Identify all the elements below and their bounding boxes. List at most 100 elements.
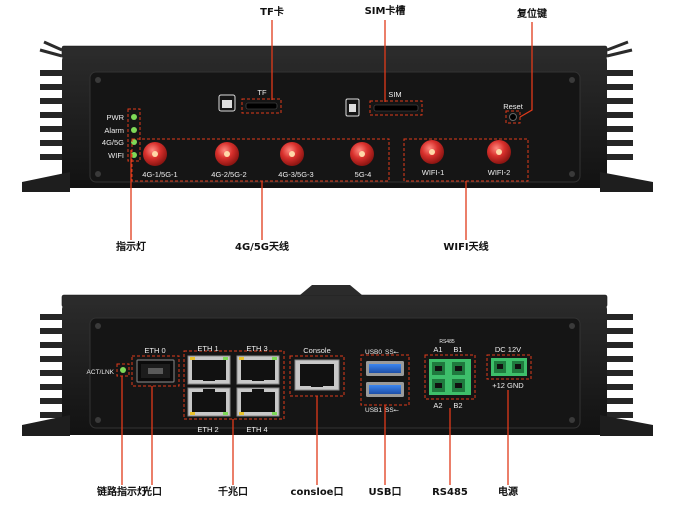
tf-slot[interactable]: TF: [218, 88, 282, 114]
top-device: PWR Alarm 4G/5G WIFI TF SIM Rese: [22, 40, 653, 192]
sim-card-chip-icon: [349, 104, 356, 112]
eth2-label: ETH 2: [197, 425, 218, 434]
antenna-connector-3[interactable]: 4G-3/5G-3: [278, 142, 314, 179]
port-led-icon: [272, 357, 277, 360]
screw-icon: [95, 417, 101, 423]
top-callouts: TF卡 SIM卡槽 复位键 指示灯 4G/5G天线 WIFI天线: [116, 4, 548, 253]
eth3-label: ETH 3: [246, 344, 267, 353]
port-led-icon: [223, 357, 228, 360]
tf-card-chip-icon: [222, 100, 232, 108]
act-lnk-led-group: ACT/LNK: [87, 363, 130, 377]
tf-label: TF: [257, 88, 267, 97]
rs485-b2-label: B2: [453, 401, 462, 410]
sim-label: SIM: [388, 90, 401, 99]
eth2-port[interactable]: [187, 387, 231, 417]
gigabit-ports: ETH 1 ETH 3 ETH 2 ETH 4: [183, 344, 285, 434]
rs485-terminal[interactable]: RS485 A1 B1 A2 B2: [424, 339, 476, 410]
usb1-label: USB1: [365, 407, 382, 414]
antenna-connector-wifi-2[interactable]: WIFI-2: [487, 140, 511, 177]
antenna-label-1: 4G-1/5G-1: [142, 170, 177, 179]
antenna-label-4: 5G-4: [355, 170, 372, 179]
usb-ss-icon: SS⭠: [385, 349, 399, 356]
eth4-port[interactable]: [236, 387, 280, 417]
callout-optical: 光口: [141, 485, 162, 498]
eth0-sfp-port[interactable]: ETH 0: [131, 346, 180, 387]
rs485-head-label: RS485: [439, 339, 455, 345]
usb1-port[interactable]: [366, 382, 404, 397]
screw-icon: [569, 417, 575, 423]
top-device-fins: [39, 40, 633, 59]
screw-icon: [569, 323, 575, 329]
led-alarm-icon: [131, 127, 137, 133]
tf-card-icon: [218, 94, 236, 112]
rs485-a1-label: A1: [433, 345, 442, 354]
dc-bottom-label: +12 GND: [492, 381, 524, 390]
console-label: Console: [303, 346, 331, 355]
sim-card-icon: [345, 98, 360, 117]
antenna-connector-4[interactable]: 5G-4: [350, 142, 374, 179]
eth1-label: ETH 1: [197, 344, 218, 353]
console-port[interactable]: Console: [289, 346, 345, 397]
act-lnk-led-icon: [120, 367, 126, 373]
callout-4g5g: 4G/5G天线: [235, 240, 289, 253]
bottom-device-side-fins: [40, 314, 633, 418]
screw-icon: [95, 77, 101, 83]
callout-link-led: 链路指示灯: [96, 485, 147, 498]
status-leds: PWR Alarm 4G/5G WIFI: [102, 108, 141, 162]
sim-slot-opening[interactable]: [373, 104, 419, 112]
antenna-group-4g5g: [131, 138, 390, 182]
led-label-alarm: Alarm: [104, 126, 124, 135]
rs485-a2-label: A2: [433, 401, 442, 410]
eth1-port[interactable]: [187, 355, 231, 385]
eth0-label: ETH 0: [144, 346, 165, 355]
callout-rs485: RS485: [432, 487, 468, 498]
act-lnk-label: ACT/LNK: [87, 369, 115, 376]
antenna-label-2: 4G-2/5G-2: [211, 170, 246, 179]
bottom-left-foot: [22, 415, 70, 436]
callout-usb: USB口: [369, 487, 402, 498]
usb0-port[interactable]: [366, 361, 404, 376]
screw-icon: [95, 171, 101, 177]
antenna-label-wifi-1: WIFI-1: [422, 168, 445, 177]
screw-icon: [569, 171, 575, 177]
dc-top-label: DC 12V: [495, 345, 521, 354]
top-right-foot: [600, 172, 653, 192]
led-pwr-icon: [131, 114, 137, 120]
port-led-icon: [239, 412, 244, 415]
eth3-port[interactable]: [236, 355, 280, 385]
screw-icon: [95, 323, 101, 329]
antenna-connector-1[interactable]: 4G-1/5G-1: [142, 142, 178, 179]
callout-console: consloe口: [291, 487, 344, 498]
port-led-icon: [190, 412, 195, 415]
port-led-icon: [190, 357, 195, 360]
led-label-4g5g: 4G/5G: [102, 138, 124, 147]
bottom-device: ACT/LNK ETH 0 ETH 1 ETH 3 ETH 2 ETH 4: [22, 285, 653, 436]
leader-line-reset: [519, 22, 533, 118]
reset-button[interactable]: [509, 113, 517, 121]
antenna-connector-wifi-1[interactable]: WIFI-1: [420, 140, 444, 177]
antenna-label-3: 4G-3/5G-3: [278, 170, 313, 179]
dc-power-terminal[interactable]: DC 12V +12 GND: [486, 345, 532, 390]
screw-icon: [569, 77, 575, 83]
top-device-side-fins: [40, 70, 633, 160]
antenna-connector-2[interactable]: 4G-2/5G-2: [211, 142, 247, 179]
callout-reset: 复位键: [516, 7, 548, 20]
bottom-callouts: 链路指示灯 光口 千兆口 consloe口 USB口 RS485 电源: [96, 376, 518, 498]
top-left-foot: [22, 172, 70, 192]
bottom-right-foot: [600, 415, 653, 436]
sim-slot[interactable]: SIM: [345, 90, 423, 117]
bottom-device-tab: [300, 285, 362, 295]
port-led-icon: [223, 412, 228, 415]
callout-wifi: WIFI天线: [443, 240, 488, 253]
usb0-label: USB0: [365, 349, 382, 356]
led-label-wifi: WIFI: [108, 151, 124, 160]
tf-slot-opening[interactable]: [245, 102, 278, 110]
usb-ss-icon: SS⭠: [385, 407, 399, 414]
callout-power: 电源: [498, 485, 518, 498]
top-faceplate: [89, 71, 581, 183]
callout-gigabit: 千兆口: [218, 485, 248, 498]
eth4-label: ETH 4: [246, 425, 267, 434]
port-led-icon: [272, 412, 277, 415]
callout-indicator: 指示灯: [116, 240, 146, 253]
